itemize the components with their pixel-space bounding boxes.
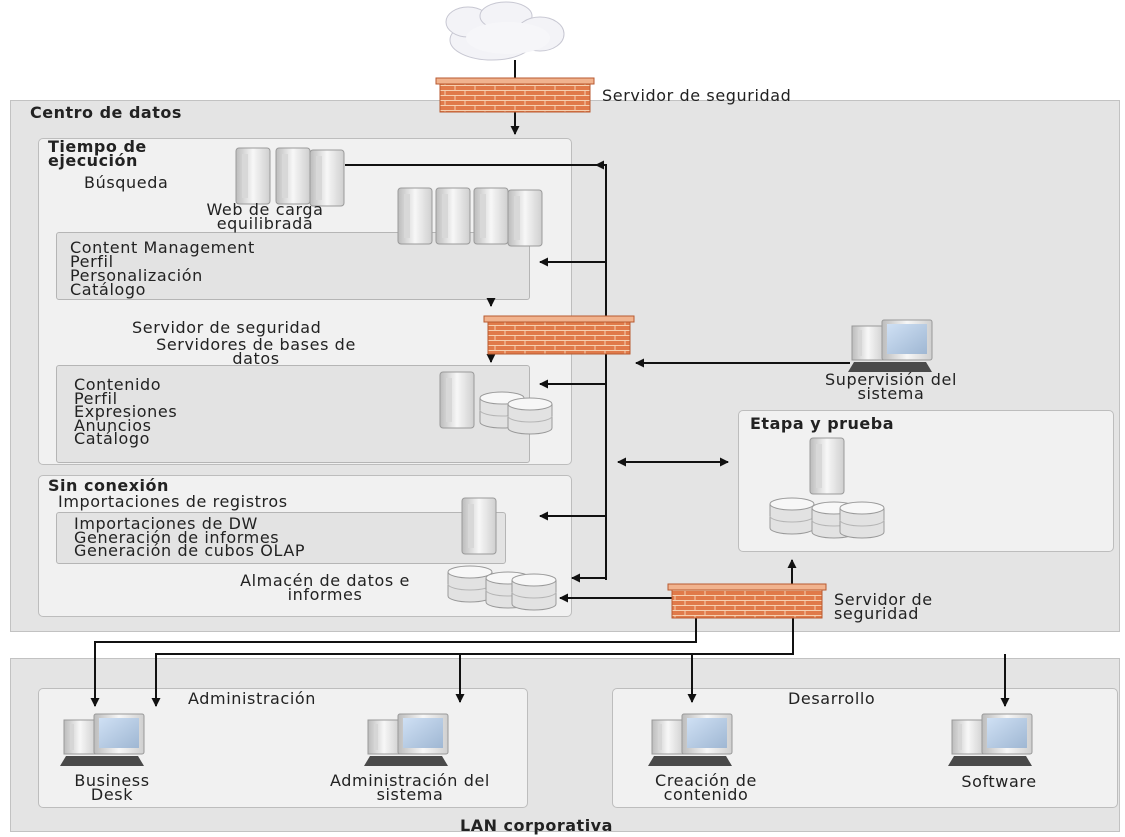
db-firewall-icon xyxy=(483,315,635,355)
data-center-title: Centro de datos xyxy=(30,103,182,122)
service-item: Perfil xyxy=(70,252,114,271)
lan-title: LAN corporativa xyxy=(460,816,613,835)
db-server-icon xyxy=(439,371,553,435)
warehouse-db-icon xyxy=(447,565,557,611)
warehouse-label: Almacén de datos e informes xyxy=(240,571,410,604)
db-firewall-label: Servidor de seguridad xyxy=(132,318,322,337)
offline-server-icon xyxy=(461,497,497,555)
db-item: Anuncios xyxy=(74,415,152,435)
system-admin-label: Administración del sistema xyxy=(330,771,490,804)
business-desk-computer-icon xyxy=(59,713,145,767)
monitoring-computer-icon xyxy=(847,319,933,373)
db-item: Catálogo xyxy=(74,429,151,448)
software-label: Software xyxy=(961,772,1037,791)
staging-title: Etapa y prueba xyxy=(750,414,895,433)
system-admin-computer-icon xyxy=(363,713,449,767)
software-computer-icon xyxy=(947,713,1033,767)
dw-item: Generación de cubos OLAP xyxy=(74,541,306,560)
db-item: Perfil xyxy=(74,388,118,408)
top-firewall-icon xyxy=(435,77,595,113)
services-list: Content Management Perfil Personalizació… xyxy=(70,238,255,299)
dw-item: Generación de informes xyxy=(74,527,280,547)
runtime-title: Tiempo de ejecución xyxy=(48,137,147,170)
lan-firewall-icon xyxy=(667,583,827,619)
service-item: Catálogo xyxy=(70,280,147,299)
web-label: Web de carga equilibrada xyxy=(206,200,324,233)
offline-title: Sin conexión xyxy=(48,476,169,495)
service-item: Content Management xyxy=(70,238,255,257)
dev-title: Desarrollo xyxy=(788,689,876,708)
db-servers-label: Servidores de bases de datos xyxy=(156,335,356,368)
dw-item: Importaciones de DW xyxy=(74,514,258,533)
search-server-icon xyxy=(235,147,345,207)
dw-items-list: Importaciones de DW Generación de inform… xyxy=(74,514,306,560)
db-items-list: Contenido Perfil Expresiones Anuncios Ca… xyxy=(74,375,178,448)
content-creation-computer-icon xyxy=(647,713,733,767)
business-desk-label: Business Desk xyxy=(74,771,150,804)
imports-label: Importaciones de registros xyxy=(58,492,288,511)
service-item: Personalización xyxy=(70,266,203,285)
staging-db-icon xyxy=(769,497,885,539)
monitoring-label: Supervisión del sistema xyxy=(824,370,958,403)
content-creation-label: Creación de contenido xyxy=(655,771,757,804)
dw-box xyxy=(56,512,506,564)
cloud-icon xyxy=(445,1,565,61)
lan-firewall-label: Servidor de seguridad xyxy=(834,590,933,623)
db-item: Expresiones xyxy=(74,402,178,421)
web-server-icon xyxy=(397,187,543,247)
search-label: Búsqueda xyxy=(84,173,169,192)
admin-title: Administración xyxy=(188,689,317,708)
db-item: Contenido xyxy=(74,375,162,394)
staging-server-icon xyxy=(809,437,845,495)
top-firewall-label: Servidor de seguridad xyxy=(602,86,792,105)
